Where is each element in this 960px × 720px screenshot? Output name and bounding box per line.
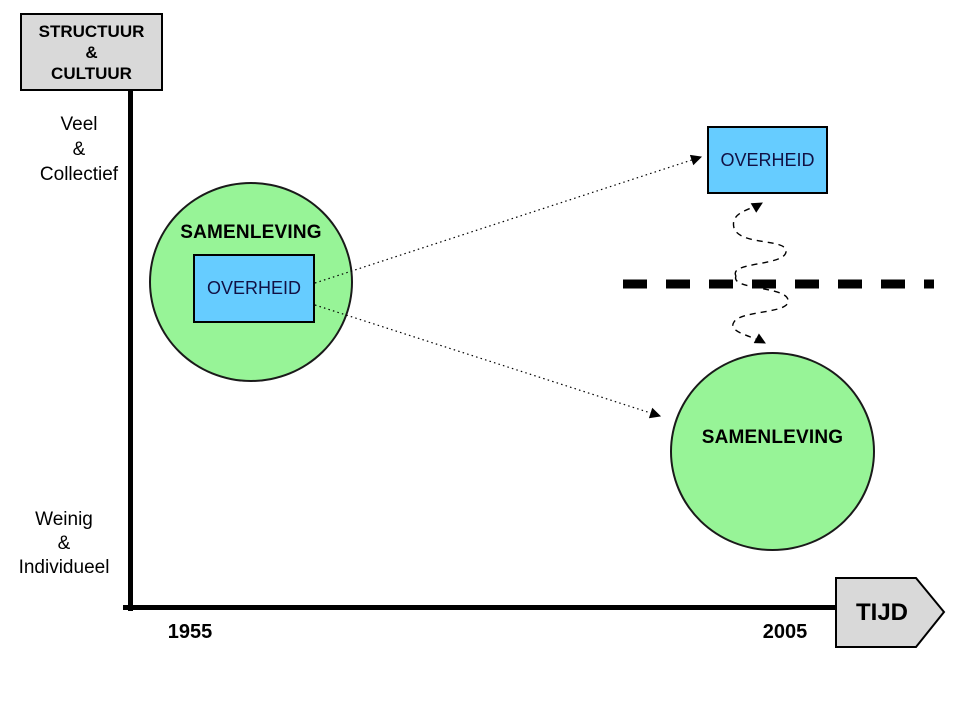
- left-overheid-label: OVERHEID: [206, 278, 302, 298]
- right-samenleving-circle: [670, 352, 875, 551]
- left-overheid-box: OVERHEID: [193, 254, 315, 323]
- y-axis-bottom-label: Weinig & Individueel: [3, 508, 125, 580]
- corner-box-line2: &: [85, 42, 98, 62]
- squiggle-arrow-down: [732, 275, 789, 344]
- x-tick-2005: 2005: [762, 621, 808, 643]
- y-top-line1: Veel: [60, 114, 98, 135]
- left-samenleving-label: SAMENLEVING: [180, 222, 322, 243]
- dotted-arrow-to-samenleving: [314, 304, 662, 419]
- corner-box-line1: STRUCTUUR: [38, 21, 145, 41]
- dotted-arrow-to-overheid: [314, 154, 703, 284]
- top-right-overheid-box: OVERHEID: [707, 126, 828, 194]
- y-bottom-line2: &: [57, 533, 71, 554]
- y-top-line3: Collectief: [39, 164, 119, 185]
- x-axis-line: [123, 605, 836, 610]
- top-right-overheid-label: OVERHEID: [720, 149, 815, 170]
- y-bottom-line3: Individueel: [18, 557, 110, 578]
- y-top-line2: &: [72, 139, 86, 160]
- structuur-cultuur-box: STRUCTUUR & CULTUUR: [20, 13, 163, 91]
- time-arrow-label: TIJD: [855, 598, 908, 626]
- squiggle-arrow-up: [732, 202, 787, 277]
- corner-box-line3: CULTUUR: [51, 63, 132, 83]
- right-samenleving-label: SAMENLEVING: [701, 427, 844, 448]
- x-tick-1955: 1955: [167, 621, 213, 643]
- y-bottom-line1: Weinig: [35, 509, 93, 530]
- y-axis-top-label: Veel & Collectief: [8, 112, 150, 187]
